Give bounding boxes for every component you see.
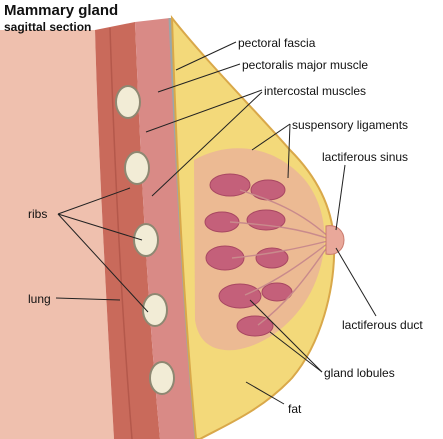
lactiferous-ducts [229, 189, 333, 326]
ribs [115, 85, 175, 395]
nipple [325, 225, 345, 255]
lung-tissue [0, 30, 114, 439]
chest-wall [95, 22, 160, 439]
chest-wall-stripe [109, 27, 133, 439]
diagram-subtitle: sagittal section [4, 20, 92, 34]
label-lung: lung [28, 292, 51, 306]
label-fat: fat [288, 402, 302, 416]
label-pectoral-fascia: pectoral fascia [238, 36, 316, 50]
label-lactiferous-sinus: lactiferous sinus [322, 150, 409, 164]
pectoralis-major [135, 18, 196, 439]
leader-lines [55, 41, 377, 405]
gland-lobules [204, 173, 293, 337]
label-suspensory-ligaments: suspensory ligaments [292, 118, 409, 132]
label-gland-lobules: gland lobules [324, 366, 395, 380]
label-lactiferous-duct: lactiferous duct [342, 318, 423, 332]
label-pectoralis-major-muscle: pectoralis major muscle [242, 58, 369, 72]
diagram-title: Mammary gland [4, 2, 119, 19]
label-ribs: ribs [28, 207, 48, 221]
label-intercostal-muscles: intercostal muscles [264, 84, 367, 98]
